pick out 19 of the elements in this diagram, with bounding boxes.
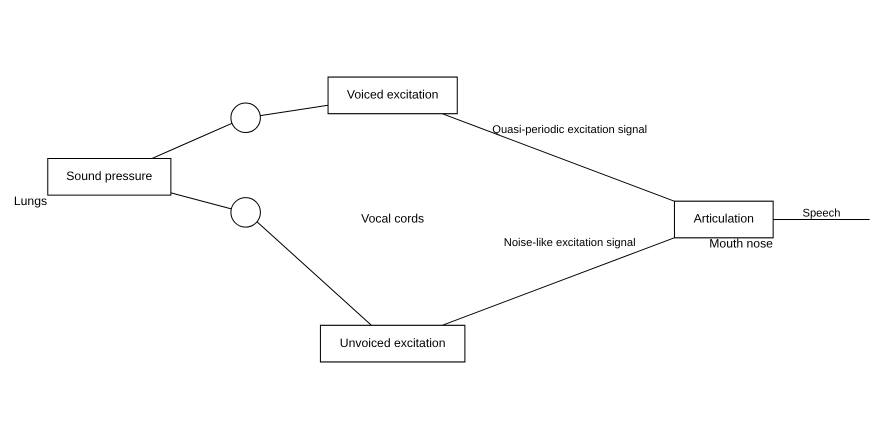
connector (442, 237, 674, 326)
node-box: Articulation (674, 200, 774, 238)
connector (442, 113, 674, 202)
connector (152, 122, 232, 159)
node-circle (230, 197, 261, 228)
node-box: Sound pressure (47, 158, 172, 196)
node-box: Unvoiced excitation (320, 324, 466, 362)
connector (774, 219, 870, 220)
node-label: Mouth nose (709, 236, 773, 251)
node-circle (230, 102, 261, 134)
connector (260, 104, 328, 116)
edge-label: Noise-like excitation signal (504, 236, 636, 249)
node-label: Lungs (14, 194, 48, 208)
node-box: Voiced excitation (328, 76, 458, 114)
connector (256, 221, 372, 326)
edge-label: Quasi-periodic excitation signal (492, 124, 648, 136)
connector (171, 192, 232, 210)
edge-label: Speech (802, 207, 840, 220)
label: Vocal cords (361, 212, 424, 226)
